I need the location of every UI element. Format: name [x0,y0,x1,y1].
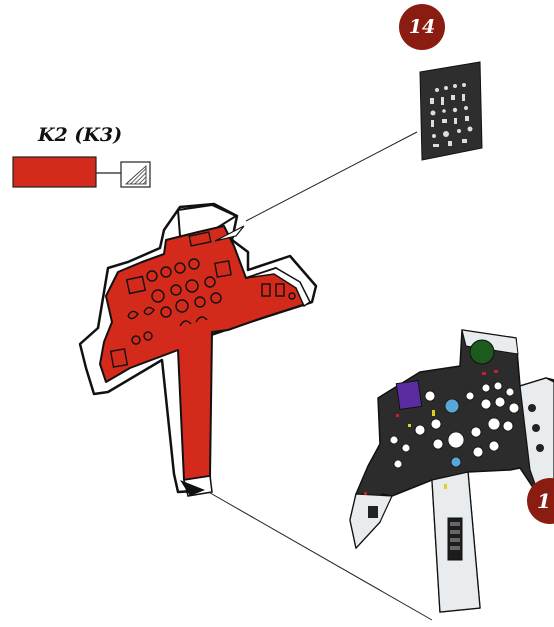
step-badge-14: 14 [399,4,445,50]
decaled-instrument-panel [350,330,554,612]
decal-sheet [420,62,482,160]
red-instrument-panel [80,204,316,496]
paint-code-label: K2 (K3) [38,124,122,146]
paint-swatch [13,157,150,187]
leader-lines [205,132,432,620]
